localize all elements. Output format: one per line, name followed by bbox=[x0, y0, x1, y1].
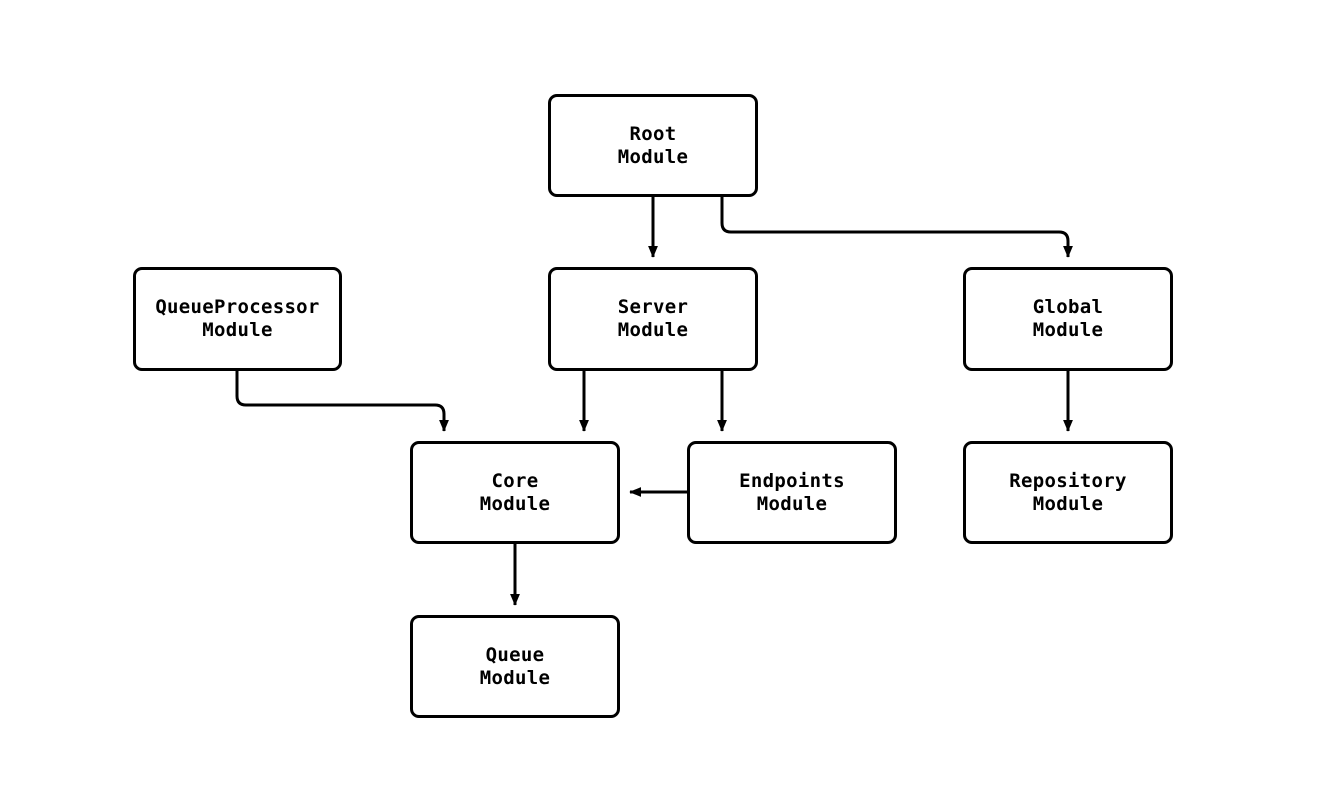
node-label-line1: QueueProcessor bbox=[155, 296, 320, 318]
node-label-line2: Module bbox=[756, 492, 828, 515]
node-label-line2: Module bbox=[1032, 319, 1104, 341]
node-label-line2: Module bbox=[479, 492, 551, 515]
node-endpoints-module[interactable]: Endpoints Module bbox=[687, 441, 897, 544]
node-label-line2: Module bbox=[1032, 492, 1104, 515]
node-label-line1: Endpoints bbox=[739, 469, 845, 492]
node-core-module[interactable]: Core Module bbox=[410, 441, 620, 544]
node-label-line1: Core bbox=[491, 469, 539, 492]
node-label-line1: Repository bbox=[1009, 469, 1127, 492]
node-global-module[interactable]: Global Module bbox=[963, 267, 1173, 371]
node-label-line2: Module bbox=[479, 666, 551, 689]
node-label-line1: Global bbox=[1032, 296, 1104, 318]
node-label-line2: Module bbox=[617, 145, 689, 168]
node-repository-module[interactable]: Repository Module bbox=[963, 441, 1173, 544]
node-queueprocessor-module[interactable]: QueueProcessor Module bbox=[133, 267, 342, 371]
node-label-line2: Module bbox=[202, 319, 273, 341]
node-label-line1: Queue bbox=[485, 643, 545, 666]
node-queue-module[interactable]: Queue Module bbox=[410, 615, 620, 718]
node-server-module[interactable]: Server Module bbox=[548, 267, 758, 371]
edge-queueprocessor-core bbox=[235, 371, 449, 432]
node-root-module[interactable]: Root Module bbox=[548, 94, 758, 197]
node-label-line1: Server bbox=[617, 296, 689, 318]
node-label-line1: Root bbox=[629, 122, 677, 145]
node-label-line2: Module bbox=[617, 319, 689, 341]
edge-root-global bbox=[720, 197, 1073, 258]
